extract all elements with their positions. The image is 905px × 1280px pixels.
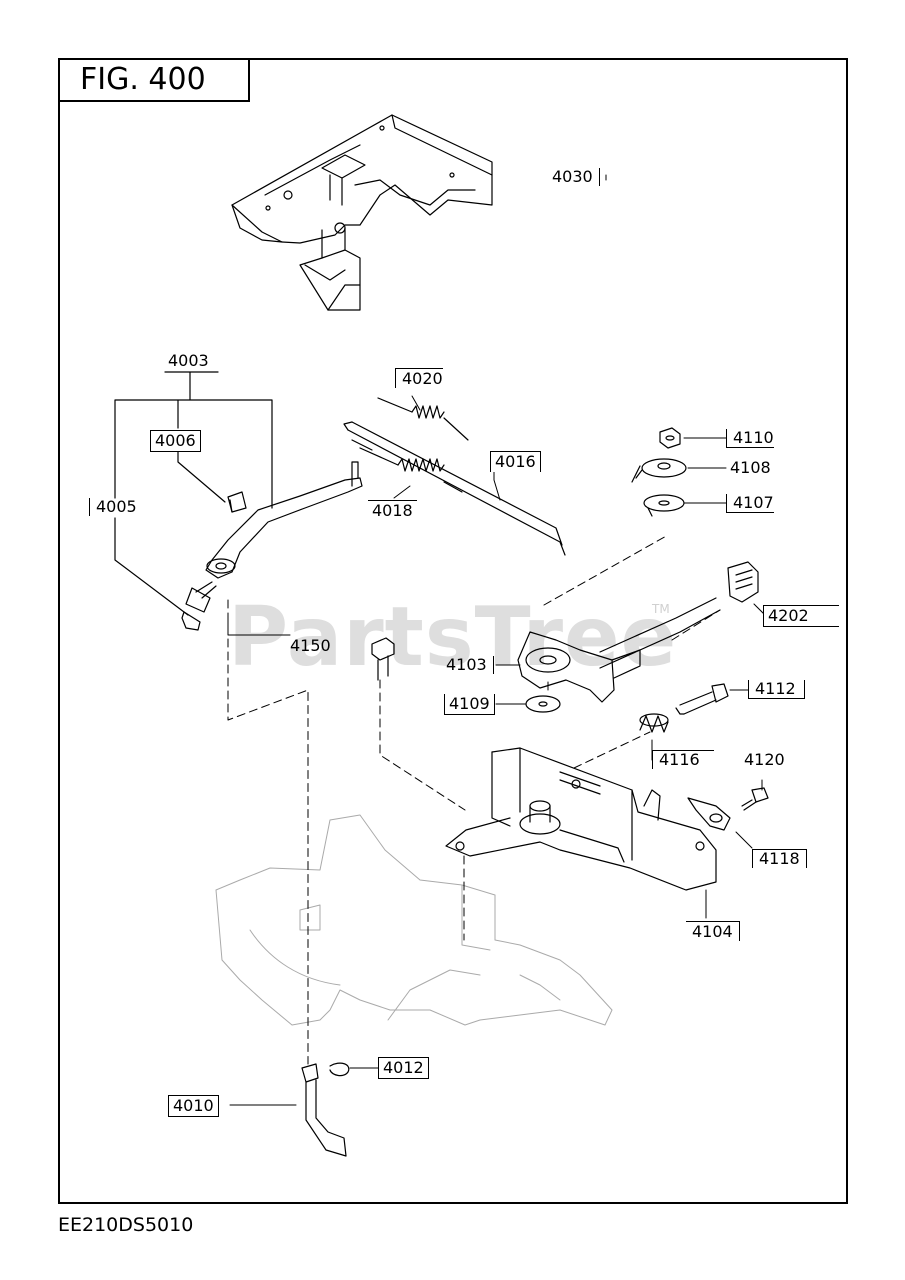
part-4110-nut — [659, 427, 681, 449]
part-4030-panel-bracket — [231, 114, 493, 311]
part-4107-washer — [643, 494, 685, 517]
callout-4005: 4005 — [89, 498, 137, 516]
callout-4003: 4003 — [168, 351, 209, 370]
figure-title: FIG. 400 — [58, 58, 250, 102]
part-4006-nut — [227, 491, 247, 513]
callout-4006: 4006 — [150, 430, 201, 452]
figure-frame — [58, 58, 848, 1204]
watermark-trademark: TM — [652, 602, 670, 616]
callout-4150: 4150 — [290, 636, 331, 655]
callout-4003-bracket — [114, 371, 273, 616]
callout-4118: 4118 — [752, 849, 807, 868]
part-4109-washer — [525, 695, 561, 713]
part-4104-control-bracket — [445, 747, 717, 891]
part-4112-bolt — [675, 683, 729, 715]
callout-4010: 4010 — [168, 1095, 219, 1117]
callout-4110: 4110 — [726, 429, 774, 448]
callout-4202: 4202 — [763, 605, 839, 627]
callout-4016: 4016 — [490, 451, 541, 472]
callout-4020: 4020 — [395, 368, 443, 388]
part-4018-spring — [351, 439, 463, 493]
part-4020-spring — [377, 397, 469, 441]
part-4116-spring — [639, 713, 669, 733]
part-4108-washer — [631, 458, 687, 483]
callout-4107: 4107 — [726, 494, 774, 513]
part-4010-lever — [301, 1063, 347, 1157]
callout-4120: 4120 — [744, 750, 785, 769]
callout-4109: 4109 — [444, 694, 495, 715]
drawing-code: EE210DS5010 — [58, 1214, 194, 1236]
watermark: PartsTree — [228, 590, 678, 685]
callout-4104: 4104 — [686, 921, 740, 941]
part-4150-screw — [371, 637, 395, 681]
callout-4116: 4116 — [652, 750, 714, 769]
engine-outline — [215, 814, 613, 1026]
part-4202-knob — [727, 561, 759, 603]
part-4005-bolt — [181, 581, 217, 631]
callout-4108: 4108 — [730, 458, 771, 477]
assembly-guide-lines — [227, 534, 721, 1065]
part-4120-screw — [741, 787, 769, 811]
callout-4103: 4103 — [446, 656, 494, 674]
part-4118-cable-clip — [687, 797, 731, 831]
part-4012-clip — [329, 1062, 350, 1077]
callout-4030: 4030 — [552, 168, 600, 186]
callout-4018: 4018 — [368, 500, 417, 520]
leader-lines — [227, 174, 765, 1106]
part-4003-throttle-lever — [205, 461, 363, 579]
callout-4012: 4012 — [378, 1057, 429, 1079]
callout-4112: 4112 — [748, 680, 805, 699]
part-4103-lever-plate — [517, 597, 721, 703]
